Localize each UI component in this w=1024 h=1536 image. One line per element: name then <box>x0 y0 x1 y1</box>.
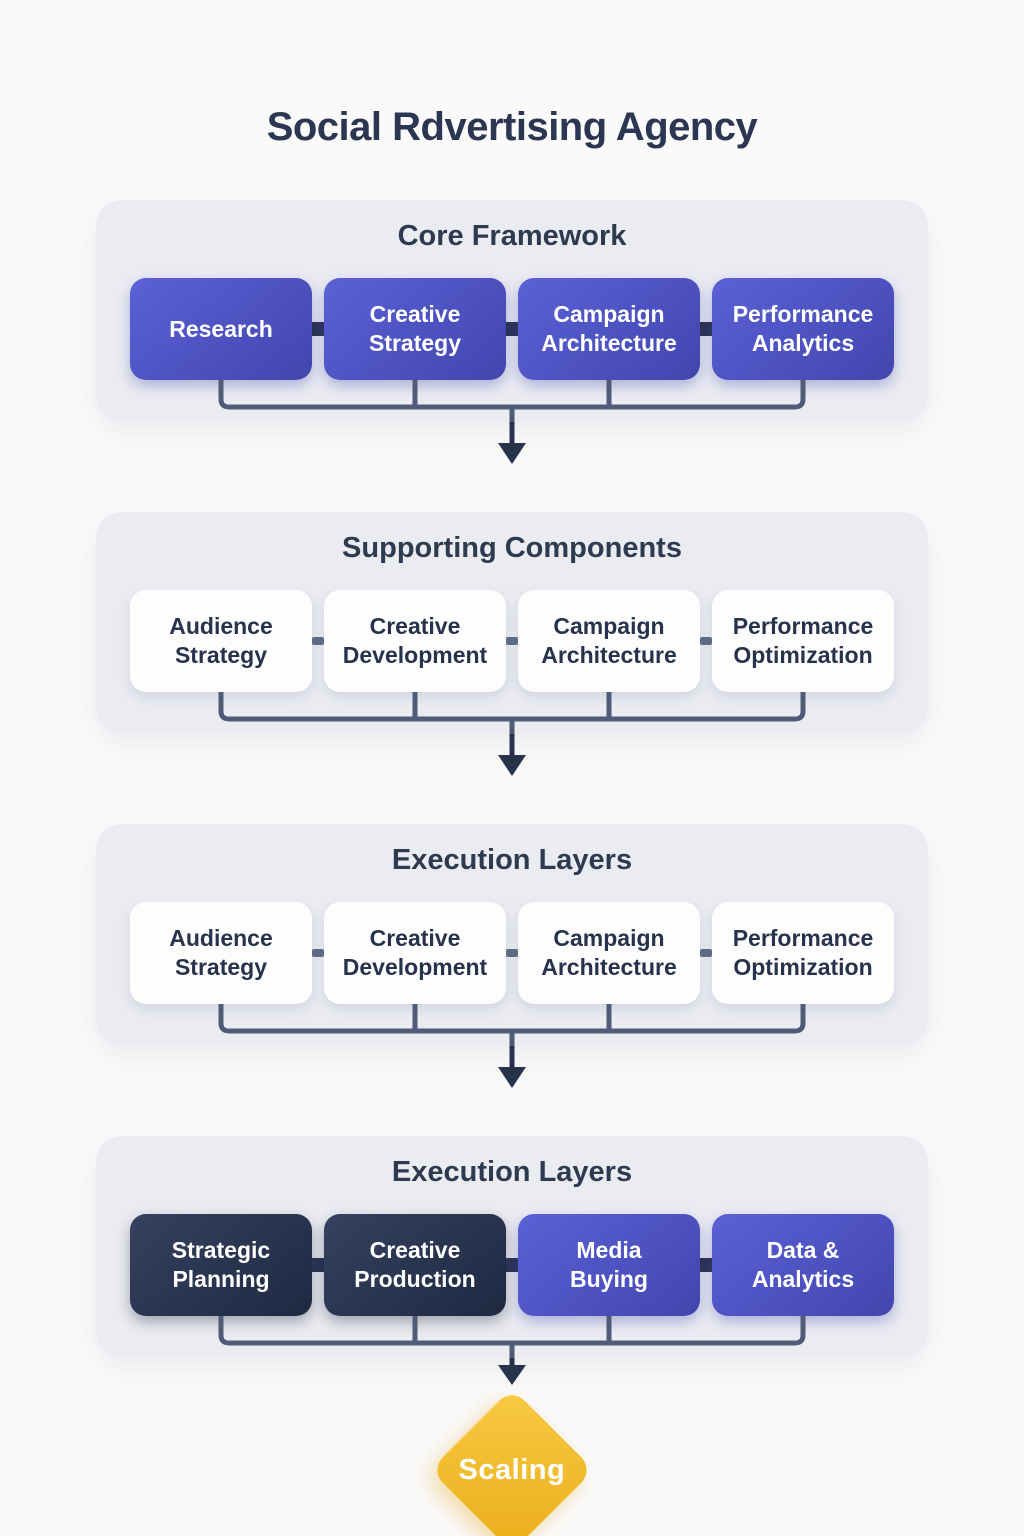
bracket-connector <box>218 1004 806 1046</box>
node-connector <box>506 949 518 957</box>
node-connector <box>506 637 518 645</box>
bracket-line <box>218 692 806 734</box>
bracket-line <box>218 1004 806 1046</box>
node-campaign-architecture: Campaign Architecture <box>518 902 700 1004</box>
node-audience-strategy: Audience Strategy <box>130 590 312 692</box>
node-creative-strategy: Creative Strategy <box>324 278 506 380</box>
panel-core-framework-title: Core Framework <box>397 220 627 252</box>
node-performance-optimization: Performance Optimization <box>712 902 894 1004</box>
node-connector <box>700 637 712 645</box>
panel-execution-layers-1-title: Execution Layers <box>391 844 633 876</box>
panel-execution-layers-2: Execution Layers Strategic Planning Crea… <box>96 1136 928 1358</box>
node-media-buying: Media Buying <box>518 1214 700 1316</box>
flow-arrow-down <box>492 734 532 778</box>
down-arrow-icon <box>498 1046 526 1088</box>
down-arrow-icon <box>498 1358 526 1385</box>
node-audience-strategy: Audience Strategy <box>130 902 312 1004</box>
node-connector <box>700 1258 712 1272</box>
node-creative-development: Creative Development <box>324 590 506 692</box>
node-connector <box>312 949 324 957</box>
panel-supporting-components: Supporting Components Audience Strategy … <box>96 512 928 734</box>
node-campaign-architecture: Campaign Architecture <box>518 590 700 692</box>
node-connector <box>312 637 324 645</box>
node-row: Research Creative Strategy Campaign Arch… <box>130 278 894 380</box>
bracket-line <box>218 1316 806 1358</box>
node-row: Audience Strategy Creative Development C… <box>130 902 894 1004</box>
panel-execution-layers-1: Execution Layers Audience Strategy Creat… <box>96 824 928 1046</box>
terminal-wrap: Scaling <box>0 1387 1024 1536</box>
scaling-diamond: Scaling <box>429 1387 595 1536</box>
flow-arrow-down <box>492 1358 532 1386</box>
node-connector <box>312 1258 324 1272</box>
node-research: Research <box>130 278 312 380</box>
node-performance-optimization: Performance Optimization <box>712 590 894 692</box>
node-connector <box>506 322 518 336</box>
flow-arrow-down <box>492 422 532 466</box>
down-arrow-icon <box>498 422 526 464</box>
node-connector <box>312 322 324 336</box>
node-connector <box>700 949 712 957</box>
node-connector <box>506 1258 518 1272</box>
flow-arrow-down <box>492 1046 532 1090</box>
node-creative-production: Creative Production <box>324 1214 506 1316</box>
page-title: Social Rdvertising Agency <box>266 105 758 149</box>
node-strategic-planning: Strategic Planning <box>130 1214 312 1316</box>
node-data-analytics: Data & Analytics <box>712 1214 894 1316</box>
scaling-label: Scaling <box>458 1453 566 1486</box>
bracket-connector <box>218 1316 806 1358</box>
bracket-line <box>218 380 806 422</box>
down-arrow-icon <box>498 734 526 776</box>
node-performance-analytics: Performance Analytics <box>712 278 894 380</box>
node-campaign-architecture: Campaign Architecture <box>518 278 700 380</box>
panel-supporting-components-title: Supporting Components <box>342 532 682 564</box>
node-row: Strategic Planning Creative Production M… <box>130 1214 894 1316</box>
node-connector <box>700 322 712 336</box>
node-row: Audience Strategy Creative Development C… <box>130 590 894 692</box>
panel-execution-layers-2-title: Execution Layers <box>391 1156 633 1188</box>
bracket-connector <box>218 380 806 422</box>
panel-core-framework: Core Framework Research Creative Strateg… <box>96 200 928 422</box>
node-creative-development: Creative Development <box>324 902 506 1004</box>
bracket-connector <box>218 692 806 734</box>
